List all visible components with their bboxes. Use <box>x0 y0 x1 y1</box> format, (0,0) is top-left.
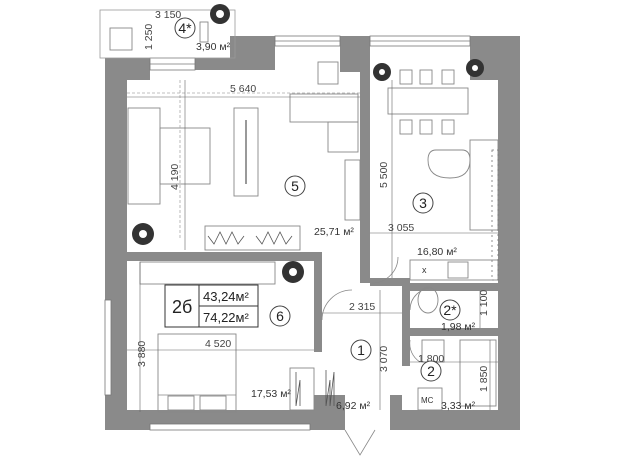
dim-hall-depth: 3 070 <box>378 346 390 372</box>
svg-text:4*: 4* <box>178 20 192 36</box>
svg-text:1: 1 <box>357 342 365 358</box>
dim-living-depth: 4 190 <box>169 164 181 190</box>
living-area-value: 43,24м² <box>203 289 249 304</box>
room-number: 1 <box>350 339 372 361</box>
apartment-summary: 2б 43,24м² 74,22м² <box>164 284 259 328</box>
plant-icon <box>132 223 154 245</box>
balcony <box>99 4 236 59</box>
dim-balcony-width: 3 150 <box>155 9 181 21</box>
room-number: 5 <box>284 175 306 197</box>
plant-icon <box>210 4 230 24</box>
room-area: 6,92 м² <box>336 400 371 412</box>
room-number: 2* <box>439 299 461 321</box>
room-number: 2 <box>420 360 442 382</box>
svg-text:6: 6 <box>276 308 284 324</box>
svg-text:5: 5 <box>291 178 299 194</box>
svg-text:3: 3 <box>419 195 427 211</box>
bathroom-fixtures: МС <box>417 286 497 411</box>
doors <box>321 256 433 456</box>
room-area: 25,71 м² <box>314 226 354 238</box>
plant-icon <box>373 63 391 81</box>
washer-mark: МС <box>421 396 434 405</box>
dimension-lines <box>127 80 498 412</box>
dim-wc-width: 1 800 <box>418 353 444 365</box>
dim-bath-depth: 1 850 <box>478 366 490 392</box>
plant-icon <box>282 261 304 283</box>
dim-kitchen-width: 3 055 <box>388 222 414 234</box>
room-area: 16,80 м² <box>417 246 457 258</box>
room-number: 6 <box>269 305 291 327</box>
room-area: 17,53 м² <box>251 388 291 400</box>
dim-bedroom-depth: 3 880 <box>136 341 148 367</box>
dim-bedroom-width: 4 520 <box>205 338 231 350</box>
dim-balcony-depth: 1 250 <box>143 24 155 50</box>
room-number: 3 <box>412 192 434 214</box>
svg-text:2: 2 <box>427 363 435 379</box>
svg-text:2*: 2* <box>443 302 457 318</box>
room-number: 4* <box>174 17 196 39</box>
room-area: 1,98 м² <box>441 321 476 333</box>
fridge-mark: x <box>422 265 427 275</box>
dim-living-width: 5 640 <box>230 83 256 95</box>
kitchen-furniture: x <box>387 69 499 281</box>
plant-icon <box>466 59 484 77</box>
dim-wc-depth: 1 100 <box>478 290 490 316</box>
total-area-value: 74,22м² <box>203 310 249 325</box>
dim-kitchen-depth: 5 500 <box>378 162 390 188</box>
room-area: 3,33 м² <box>441 400 476 412</box>
bedroom-furniture <box>139 261 335 413</box>
room-area: 3,90 м² <box>196 41 231 53</box>
dim-hall-width: 2 315 <box>349 301 375 313</box>
unit-type-label: 2б <box>172 297 192 317</box>
windows <box>104 35 471 431</box>
